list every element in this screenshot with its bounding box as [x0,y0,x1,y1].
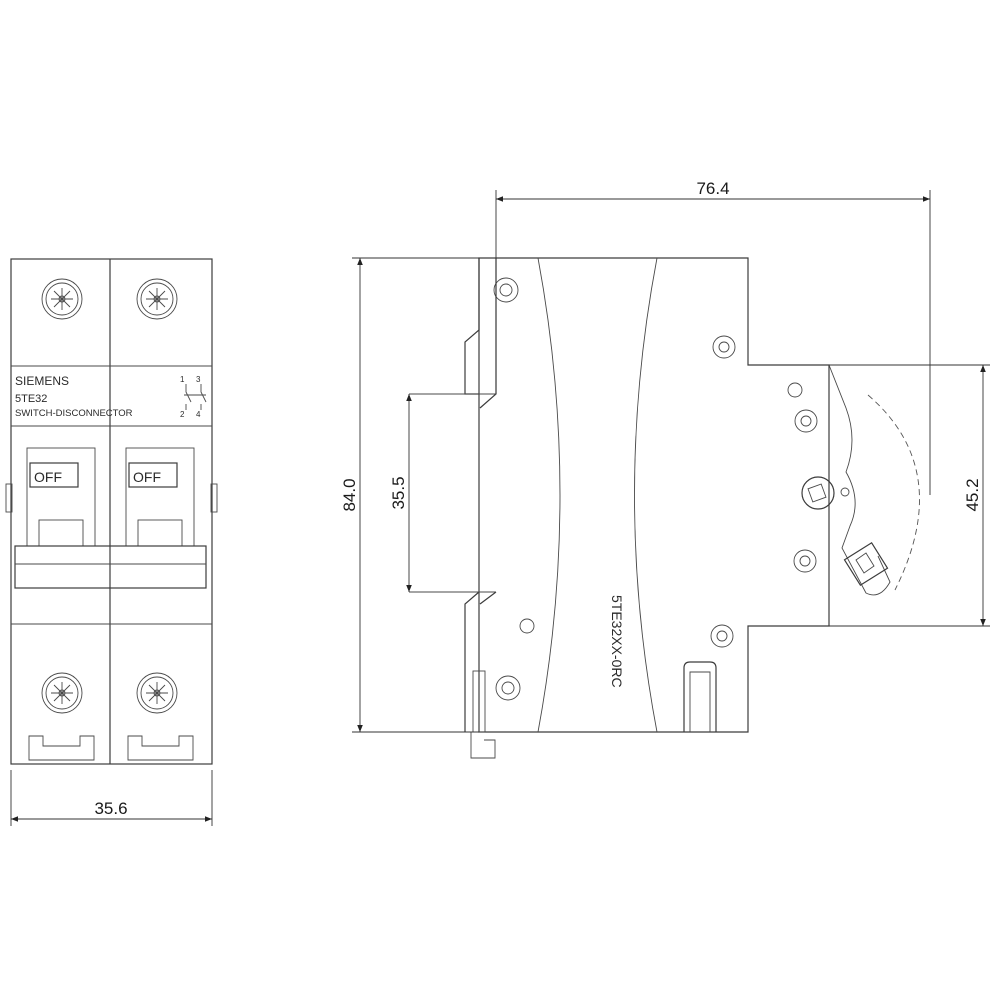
toggle-bridge-bar [14,545,207,589]
handle-swing-arc [867,394,920,591]
toggle-base-left [38,519,84,547]
model-label: 5TE32 [15,393,47,405]
bottom-tab [470,732,496,759]
mounting-hole [793,549,817,573]
screw-icon [41,278,83,320]
svg-text:2: 2 [180,410,185,419]
front-view: SIEMENS 5TE32 SWITCH-DISCONNECTOR 1 3 2 … [5,258,218,826]
clamp-right [127,735,194,761]
screw-icon [41,672,83,714]
mounting-hole [794,409,818,433]
mounting-hole [495,675,521,701]
toggle-base-right [137,519,183,547]
screw-icon [136,672,178,714]
clamp-left [28,735,95,761]
svg-text:3: 3 [196,375,201,384]
small-hole [787,382,803,398]
front-housing-outline [10,258,213,765]
svg-text:4: 4 [196,410,201,419]
mounting-hole [710,624,734,648]
side-view: 5TE32XX-0RC 84.0 35.5 76.4 45.2 [340,179,990,759]
mounting-hole [493,277,519,303]
small-hole [519,618,535,634]
svg-text:1: 1 [180,375,185,384]
seam-curve-right [634,257,658,733]
mounting-hole [712,335,736,359]
rail-clip-inner [479,258,497,605]
height-dimension-label: 84.0 [340,478,359,511]
toggle-state-right: OFF [133,469,161,485]
side-clip-left [5,483,13,513]
brand-label: SIEMENS [15,374,69,388]
rail-clip-profile [464,258,480,732]
release-slot [683,661,717,732]
toggle-lever-left[interactable] [29,462,79,488]
width-dimension-label: 35.6 [94,799,127,818]
seam-curve-left [537,257,561,733]
pivot-knob [801,476,835,510]
toggle-state-left: OFF [34,469,62,485]
rail-dimension-label: 35.5 [389,476,408,509]
handle-profile [828,364,891,596]
depth-dimension-label: 76.4 [696,179,729,198]
side-clip-right [210,483,218,513]
side-housing-outline [478,257,830,733]
handle-grip[interactable] [843,541,889,587]
toggle-lever-right[interactable] [128,462,178,488]
front-height-dimension-label: 45.2 [963,478,982,511]
screw-icon [136,278,178,320]
part-number-label: 5TE32XX-0RC [609,595,625,688]
contact-schematic-icon: 1 3 2 4 [180,375,207,419]
device-type-label: SWITCH-DISCONNECTOR [15,408,133,419]
